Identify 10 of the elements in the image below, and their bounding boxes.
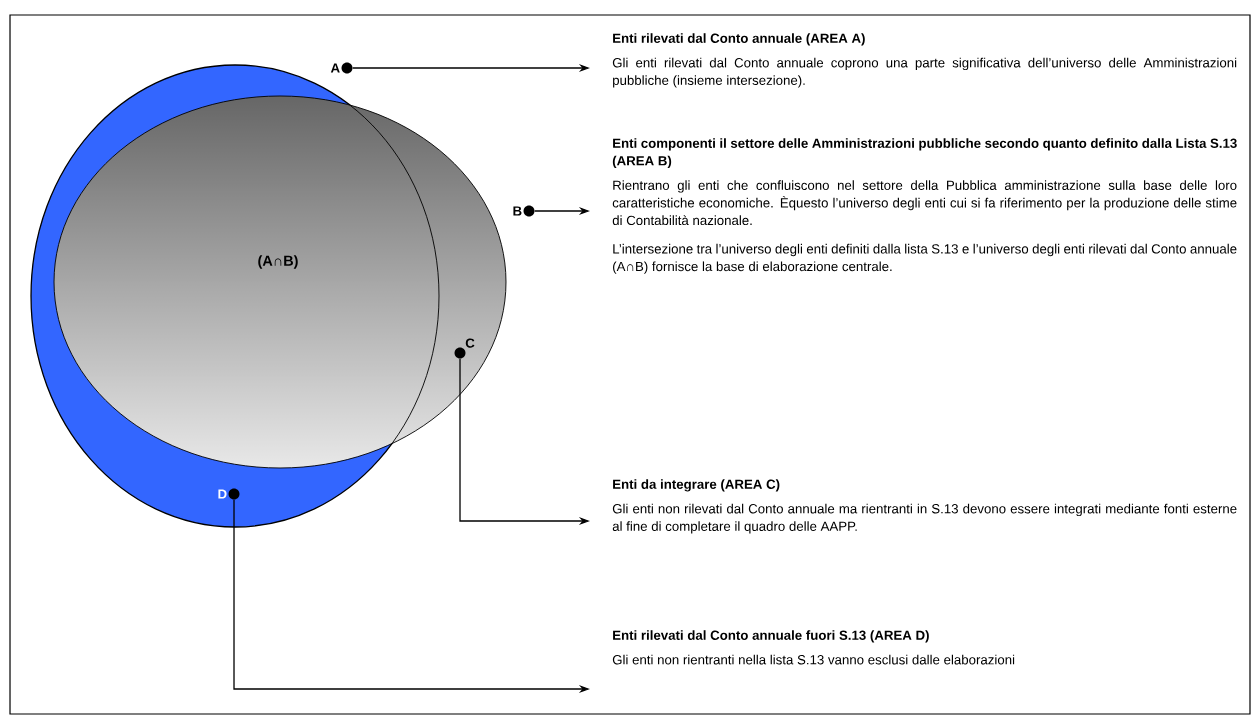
section-heading: Enti componenti il settore delle Amministrazioni pubbliche secondo quanto definito dalla Lista S.13 (AREA B) <box>612 138 1237 169</box>
description-text: L’intersezione tra l’universo degli enti definiti dalla lista S.13 e l’universo degli enti rilevati dal Conto annuale (A∩B) fornisce la base di elaborazione centrale. <box>613 243 1237 274</box>
description-text: Gli enti rilevati dal Conto annuale coprono una parte significativa dell’universo delle Amministrazioni pubbliche (insieme intersezione). <box>612 57 1237 88</box>
area-label: (A∩B) <box>258 255 298 269</box>
description-text: Rientrano gli enti che confluiscono nel settore della Pubblica amministrazione sulla base delle loro caratteristiche economiche. Èquesto l’universo degli enti cui si fa riferimento per la produzione delle stime di Contabilità nazionale. <box>612 180 1237 226</box>
description-text: Gli enti non rientranti nella lista S.13 vanno esclusi dalle elaborazioni <box>612 654 1015 665</box>
section-heading: Enti rilevati dal Conto annuale fuori S.13 (AREA D) <box>613 630 929 643</box>
section-heading: Enti da integrare (AREA C) <box>613 479 780 492</box>
description-text: Gli enti non rilevati dal Conto annuale ma rientranti in S.13 devono essere integrati mediante fonti esterne al fine di completare il quadro delle AAPP. <box>612 503 1237 534</box>
section-heading: Enti rilevati dal Conto annuale (AREA A) <box>613 33 865 46</box>
